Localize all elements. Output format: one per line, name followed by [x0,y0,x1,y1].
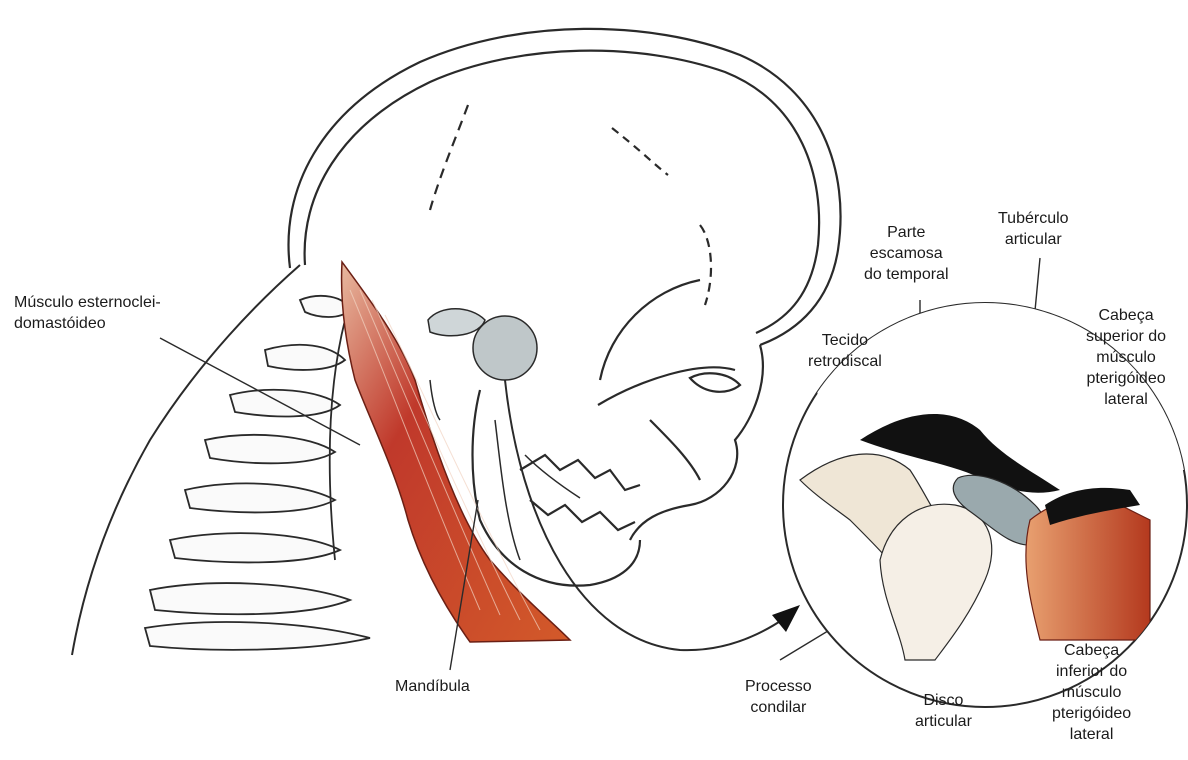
label-disco-articular: Disco articular [915,690,972,732]
label-tuberculo-articular: Tubérculo articular [998,208,1069,250]
label-cabeca-superior-pterigoideo: Cabeça superior do músculo pterigóideo l… [1086,305,1166,410]
label-tecido-retrodiscal: Tecido retrodiscal [808,330,882,372]
label-musculo-esternocleidomastoideo: Músculo esternoclei- domastóideo [14,292,161,334]
label-parte-escamosa-do-temporal: Parte escamosa do temporal [864,222,949,285]
skull [289,29,841,540]
tmj-highlight [428,309,537,420]
label-cabeca-inferior-pterigoideo: Cabeça inferior do músculo pterigóideo l… [1052,640,1131,745]
label-processo-condilar: Processo condilar [745,676,812,718]
label-mandibula: Mandíbula [395,676,470,697]
cervical-spine [145,296,370,650]
